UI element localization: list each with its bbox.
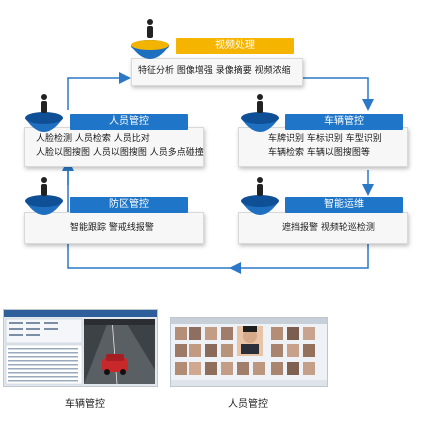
person-control-caption: 人员管控 (228, 399, 268, 410)
intelligent-ops-title: 智能运维 (285, 197, 403, 213)
person-control-card (24, 127, 204, 167)
flow-line-top-left (67, 72, 131, 110)
vehicle-control-title: 车辆管控 (285, 114, 403, 130)
video-processing-card (131, 58, 303, 86)
video-processing-title: 视频处理 (176, 38, 294, 54)
camera-dome-icon (241, 94, 279, 132)
defense-zone-title: 防区管控 (70, 197, 188, 213)
camera-dome-icon (25, 94, 63, 132)
vehicle-control-screenshot (3, 309, 158, 387)
person-control-title: 人员管控 (70, 114, 188, 130)
person-control-line1: 人脸检测 人员检索 人员比对 (36, 134, 150, 144)
flow-line-bottom-left (67, 240, 235, 269)
flow-line-top-right (300, 77, 374, 111)
face-thumbnails (175, 327, 315, 375)
camera-dome-icon (241, 177, 279, 215)
vehicle-control-caption: 车辆管控 (65, 399, 105, 410)
vehicle-screenshot-image (4, 310, 157, 385)
person-control-line2: 人脸以图搜图 人员以图搜图 人员多点碰撞 (36, 148, 204, 158)
defense-zone-features: 智能跟踪 警戒线报警 (70, 223, 154, 233)
video-processing-features: 特征分析 图像增强 录像摘要 视频浓缩 (138, 66, 291, 76)
vehicle-control-line1: 车牌识别 车标识别 车型识别 (268, 134, 382, 144)
camera-dome-icon (131, 19, 169, 59)
vehicle-control-card (238, 127, 408, 167)
camera-dome-icon (25, 177, 63, 215)
person-screenshot-image (171, 318, 327, 386)
person-control-screenshot (170, 317, 328, 387)
flow-line-bottom (229, 238, 369, 274)
vehicle-control-line2: 车辆检索 车辆以图搜图等 (268, 148, 370, 158)
intelligent-ops-features: 遮挡报警 视频轮巡检测 (282, 223, 375, 233)
